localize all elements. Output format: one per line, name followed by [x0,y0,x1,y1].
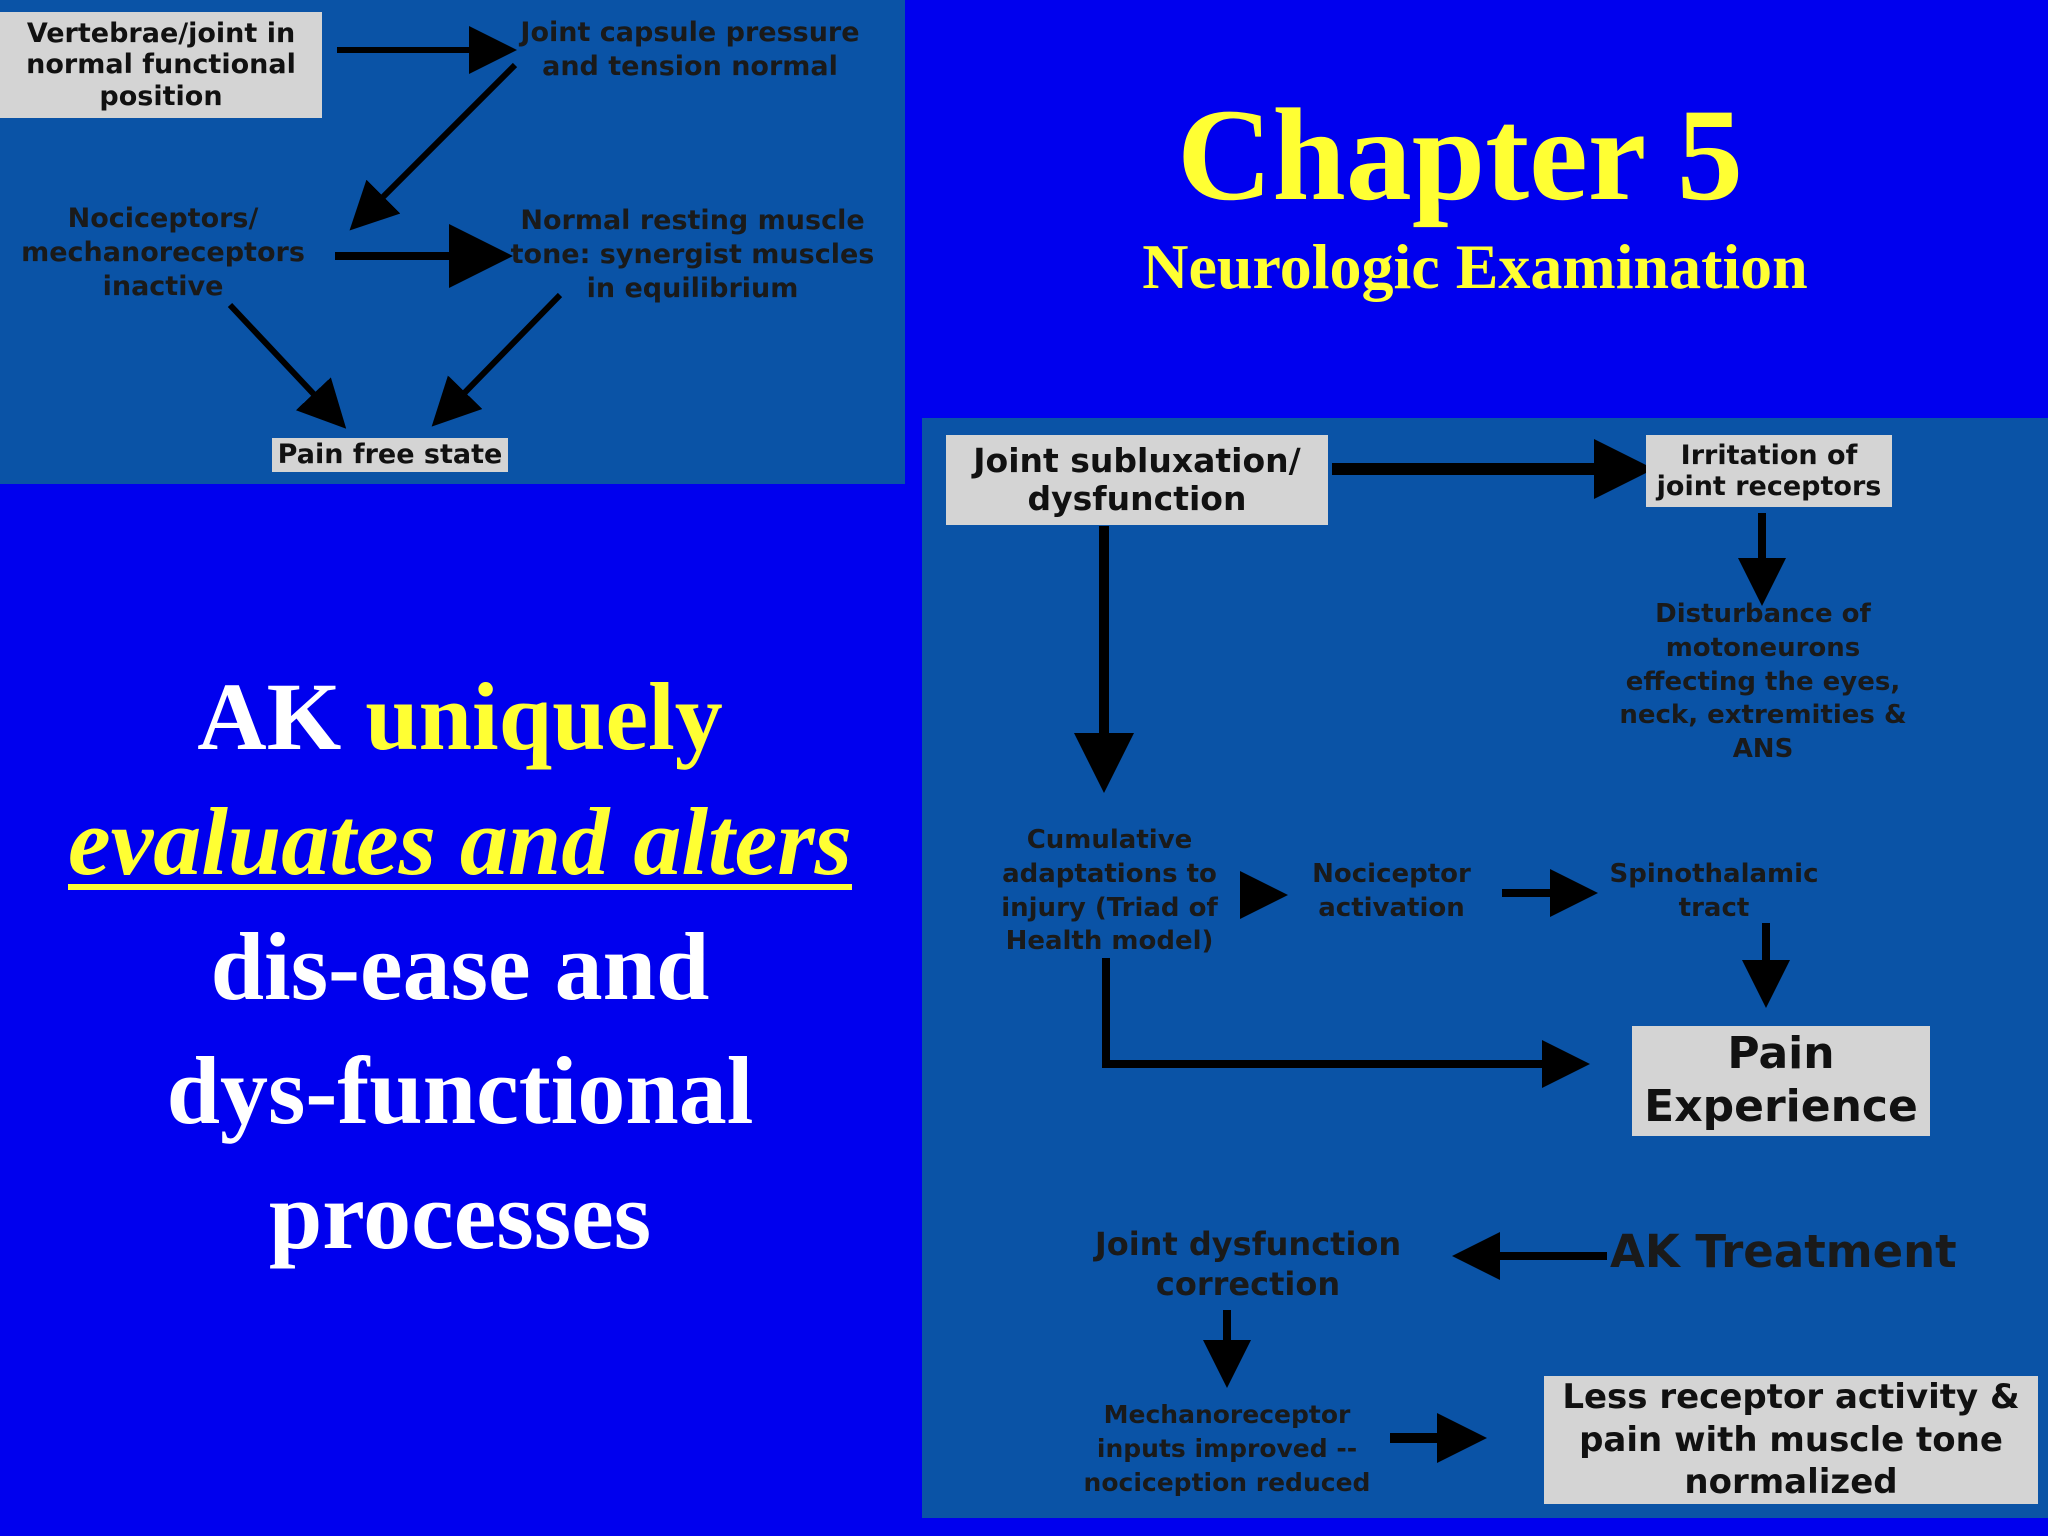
ak-line-1: AK uniquely [20,655,900,780]
node-pain-experience: Pain Experience [1632,1026,1930,1136]
ak-line-2: evaluates and alters [20,780,900,905]
uniquely-word: uniquely [365,663,723,770]
node-muscle-tone-normal: Normal resting muscle tone: synergist mu… [510,205,875,304]
node-joint-dysfunction-correction: Joint dysfunction correction [1094,1225,1402,1303]
top-flow-diagram: Vertebrae/joint in normal functional pos… [0,0,905,484]
ak-word: AK [197,663,342,770]
node-nociceptor-activation: Nociceptor activation [1312,859,1471,923]
ak-line-4: dys-functional [166,1037,754,1145]
ak-line-3: dis-ease and [210,912,710,1020]
node-less-receptor-activity: Less receptor activity & pain with muscl… [1544,1376,2038,1504]
ak-line-5: processes [268,1162,652,1270]
node-spinothalamic-tract: Spinothalamic tract [1609,859,1819,923]
node-irritation-receptors: Irritation of joint receptors [1646,435,1892,507]
chapter-title: Chapter 5 [1177,81,1743,228]
node-ak-treatment: AK Treatment [1610,1225,1957,1278]
node-cumulative-adaptations: Cumulative adaptations to injury (Triad … [1001,825,1218,957]
chapter-subtitle: Neurologic Examination [1142,231,1808,302]
node-joint-subluxation: Joint subluxation/ dysfunction [946,435,1328,525]
node-disturbance-motoneurons: Disturbance of motoneurons effecting the… [1619,599,1907,765]
node-capsule-normal: Joint capsule pressure and tension norma… [520,17,860,82]
main-diagram-arrows [1074,439,1790,1463]
arrow-muscle-tone-to-pain-free [431,292,563,427]
top-diagram-arrows [227,26,563,429]
evaluates-and-alters-phrase: evaluates and alters [68,787,852,895]
arrow-nociceptors-to-pain-free [227,302,347,429]
ak-statement: AK uniquely evaluates and alters dis-eas… [20,655,900,1279]
arrow-cumulative-to-pain [1102,958,1590,1088]
arrow-capsule-to-nociceptors [349,62,518,231]
node-vertebrae-normal: Vertebrae/joint in normal functional pos… [0,12,322,118]
node-pain-free-state: Pain free state [272,438,508,472]
node-mechanoreceptor-inputs: Mechanoreceptor inputs improved -- nocic… [1083,1400,1371,1497]
node-nociceptors-inactive: Nociceptors/ mechanoreceptors inactive [21,203,305,302]
main-flow-diagram: Joint subluxation/ dysfunction Irritatio… [922,418,2048,1518]
